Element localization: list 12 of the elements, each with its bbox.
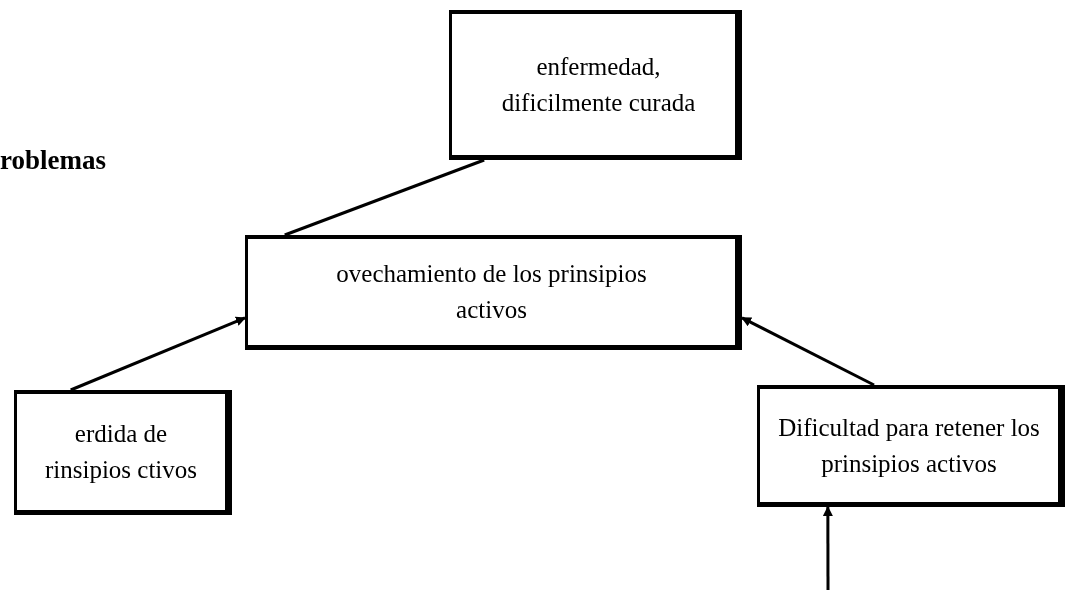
arrow xyxy=(822,506,833,590)
box-text: ovechamiento de los prinsipios activos xyxy=(335,259,648,325)
arrow xyxy=(741,316,875,387)
text-box xyxy=(757,385,1065,507)
box-text: Dificultad para retener los prinsipios activos xyxy=(777,412,1041,479)
text-box xyxy=(14,390,232,515)
box-text: erdida de rinsipios ctivos xyxy=(43,419,199,485)
text-box xyxy=(245,235,742,350)
text-box xyxy=(449,10,742,160)
box-text: enfermedad, dificilmente curada xyxy=(500,51,697,118)
heading-text: roblemas xyxy=(0,144,106,177)
arrow xyxy=(70,316,246,392)
